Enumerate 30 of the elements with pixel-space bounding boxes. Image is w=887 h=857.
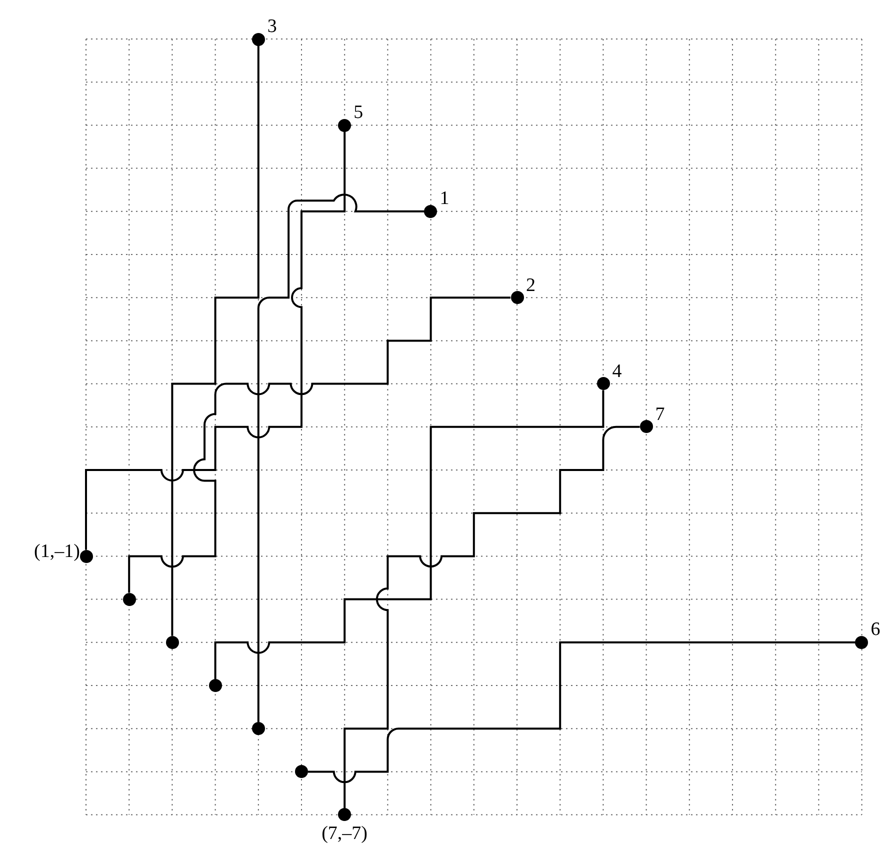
endpoint-dot bbox=[80, 550, 92, 563]
lattice-path bbox=[171, 46, 260, 636]
endpoint-dot bbox=[252, 32, 265, 46]
endpoint-dot bbox=[640, 420, 653, 434]
point-label: 5 bbox=[354, 103, 364, 124]
endpoint-dot bbox=[122, 592, 136, 606]
point-label: (7,–7) bbox=[322, 824, 368, 844]
endpoint-dot bbox=[295, 765, 308, 778]
lattice-path bbox=[128, 296, 510, 593]
point-label: 6 bbox=[870, 620, 880, 640]
endpoint-dot bbox=[596, 377, 610, 390]
endpoint-dot bbox=[208, 679, 222, 692]
lattice-path bbox=[214, 390, 604, 679]
point-label: 3 bbox=[267, 17, 277, 37]
lattice-path bbox=[257, 194, 424, 722]
point-label: 4 bbox=[612, 362, 622, 382]
lattice-path bbox=[344, 426, 640, 808]
point-label: 1 bbox=[440, 189, 450, 210]
point-label: (1,–1) bbox=[34, 542, 80, 562]
endpoint-dot bbox=[510, 291, 524, 304]
lattice-path bbox=[308, 641, 856, 784]
endpoint-dot bbox=[338, 808, 352, 822]
endpoint-dot bbox=[424, 204, 438, 218]
point-label: 7 bbox=[655, 404, 665, 425]
endpoint-dot bbox=[338, 118, 352, 132]
endpoint-dot bbox=[166, 636, 179, 649]
endpoint-dot bbox=[252, 722, 265, 736]
lattice-path bbox=[85, 132, 346, 550]
endpoint-dot bbox=[855, 636, 868, 649]
point-label: 2 bbox=[526, 276, 536, 296]
